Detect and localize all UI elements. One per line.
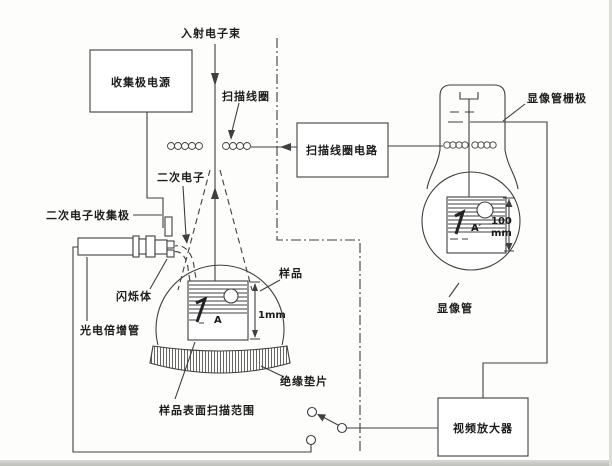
switch-arm (321, 416, 339, 426)
crt-image-mark (454, 209, 466, 235)
scan-cone-left (177, 169, 211, 291)
video-amplifier-box (437, 397, 529, 457)
scan-area-label: 样品表面扫描范围 (159, 403, 255, 417)
electron-column (167, 44, 297, 320)
scan-area-leader (174, 341, 196, 400)
crt-grid-leader (502, 103, 526, 122)
insulating-spacer-base (149, 345, 291, 374)
insulator-label: 绝缘垫片 (280, 374, 328, 388)
pmt-ring-1 (132, 235, 140, 258)
scintillator-leader (149, 258, 168, 290)
beam-pivot-arrow-icon (211, 187, 219, 199)
se-collector-electrode (164, 216, 173, 237)
pmt-body (77, 237, 134, 256)
insulator-leader (260, 365, 285, 378)
incident-beam-label: 入射电子束 (181, 26, 241, 40)
crt-image-circle (476, 201, 494, 219)
specimen-leader (259, 279, 281, 292)
secondary-electron-label: 二次电子 (157, 170, 205, 184)
scan-edge-shadow-bottom (0, 460, 612, 466)
specimen-label: 样品 (279, 266, 303, 280)
video-amplifier-unit (305, 397, 529, 457)
se-collector-label: 二次电子收集极 (46, 208, 130, 222)
specimen-dimension (250, 281, 260, 340)
collector-supply-box (89, 49, 193, 113)
scan-coil-label: 扫描线圈 (222, 89, 270, 103)
signal-select-switch (305, 406, 348, 446)
scan-coil-circuit-box (296, 122, 389, 178)
secondary-electron-path-2 (174, 245, 213, 315)
switch-arm-arrow-icon (317, 414, 326, 422)
specimen-chamber (149, 264, 291, 400)
crt-flare-right (504, 149, 519, 190)
switch-pole (336, 422, 348, 434)
crt-flare-left (426, 149, 441, 190)
pmt-mid (138, 238, 147, 255)
crt-point-label: A′ (471, 223, 482, 234)
scintillator-holder (154, 239, 168, 255)
crt-grid-label: 显像管栅极 (527, 91, 587, 105)
scan-coil-right-icon (222, 142, 251, 150)
scan-coil-circuit-label: 扫描线圈电路 (306, 143, 378, 157)
crt-grid-electrode (448, 111, 486, 123)
crt-label: 显像管 (437, 301, 473, 315)
chassis-boundary-line (276, 38, 361, 451)
crt-cathode (459, 92, 479, 100)
crt-tube (421, 84, 548, 398)
specimen-scale-label: 1mm (258, 310, 286, 321)
collector-supply-label: 收集极电源 (111, 75, 171, 89)
scan-edge-shadow-right (609, 0, 612, 466)
specimen-feature-mark (195, 296, 208, 323)
specimen-point-label: A (214, 315, 222, 326)
secondary-electron-pointer (182, 185, 190, 244)
crt-scale-unit: mm (491, 228, 512, 239)
specimen-feature-circle (223, 288, 239, 304)
scan-coil-left-icon (167, 142, 203, 150)
photomultiplier-label: 光电倍增管 (79, 323, 140, 337)
switch-contact-lower (305, 434, 317, 446)
crt-scale-value: 100 (491, 216, 512, 227)
collector-supply-unit (89, 49, 193, 237)
specimen-feature-dashes (189, 319, 204, 324)
scintillator-label: 闪烁体 (116, 289, 152, 303)
scan-cone-right (219, 169, 253, 291)
crt-deflection-coils-icon (443, 141, 497, 149)
crt-image-frame (446, 196, 507, 254)
crt-neck (439, 84, 506, 150)
switch-contact-upper (306, 406, 318, 418)
dome-outline (155, 264, 285, 346)
video-amplifier-label: 视频放大器 (453, 421, 513, 435)
collector-supply-wire (146, 112, 164, 228)
crt-dimension (503, 197, 515, 252)
grid-to-amplifier-wire (482, 121, 548, 398)
scintillator-tip-lower (166, 249, 175, 258)
pmt-ring-2 (145, 235, 156, 258)
photomultiplier-assembly (72, 235, 312, 453)
specimen-block (187, 280, 249, 341)
crt-leader (448, 282, 460, 298)
beam-down-arrow-icon (211, 73, 219, 86)
scan-coil-pointer (228, 102, 240, 140)
coil-wire-arrow-icon (280, 143, 291, 151)
pmt-output-wire (72, 246, 312, 453)
scintillator-tip-upper (166, 240, 175, 249)
